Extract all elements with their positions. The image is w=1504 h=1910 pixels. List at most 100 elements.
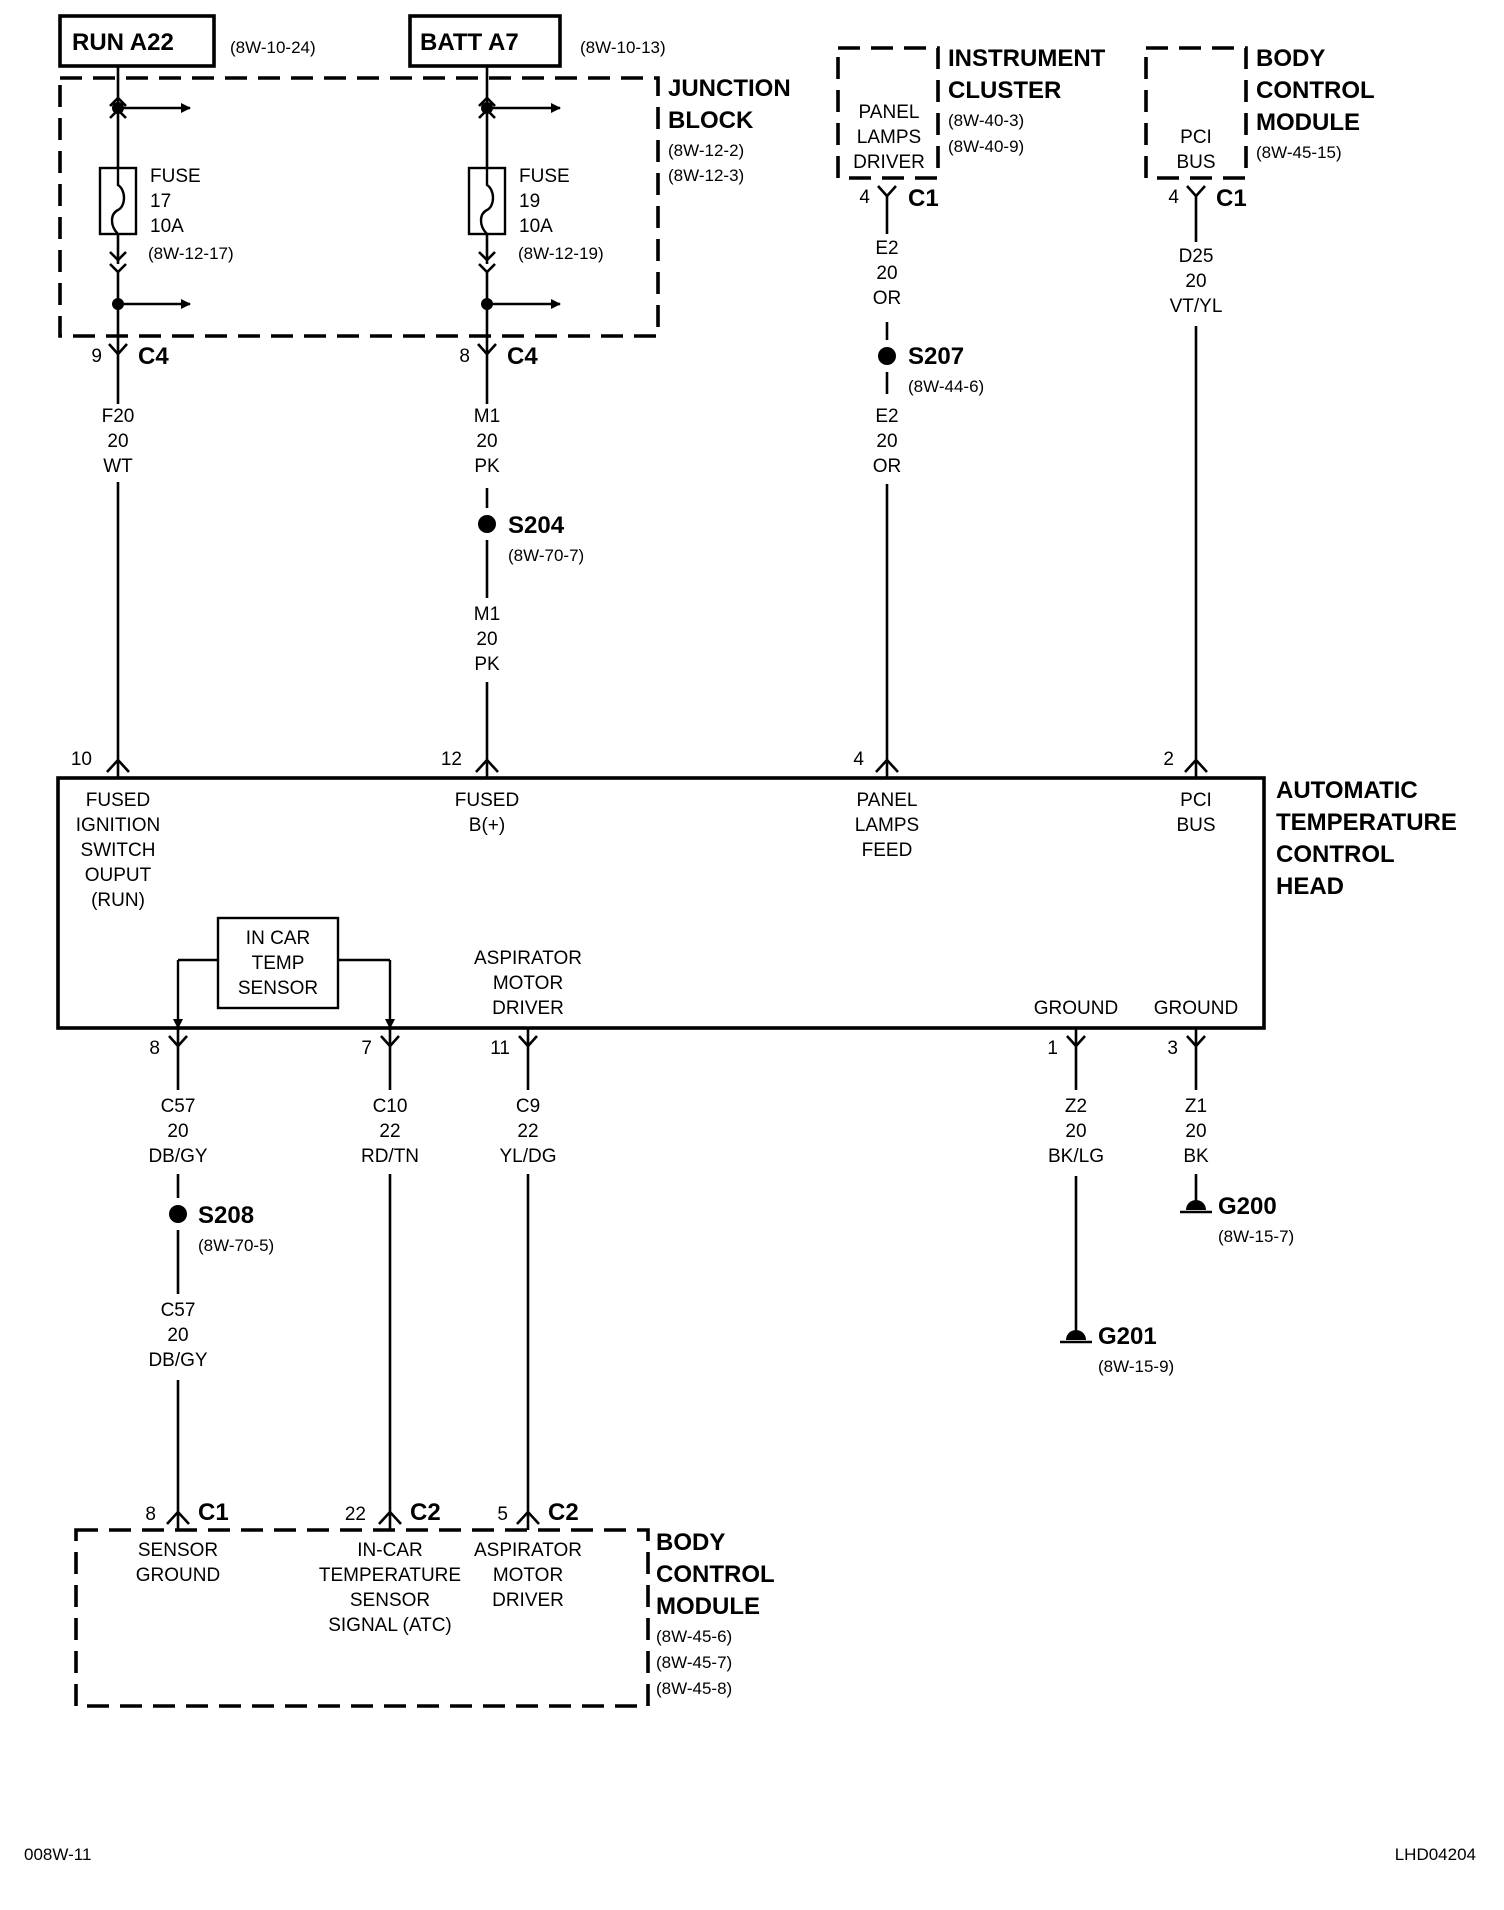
atc-pci-bus-2: BUS (1176, 815, 1215, 836)
c57a-color: DB/GY (148, 1146, 207, 1167)
fuse17-label-3: 10A (150, 216, 184, 237)
m1b-color: PK (474, 654, 500, 675)
atc-pin-2: 2 (1163, 749, 1174, 770)
d25-code: D25 (1179, 246, 1214, 267)
batt-a7-box (408, 14, 562, 68)
f20-color: WT (103, 456, 133, 477)
atc-ground-1: GROUND (1034, 998, 1118, 1019)
atc-pci-bus-1: PCI (1180, 790, 1212, 811)
aspirator-2: MOTOR (493, 973, 563, 994)
panel-lamps-driver-3: DRIVER (853, 152, 925, 173)
atc-pin-1: 1 (1047, 1038, 1058, 1059)
z1-gauge: 20 (1185, 1121, 1206, 1142)
fused-ign-2: IGNITION (76, 815, 160, 836)
e2b-color: OR (873, 456, 902, 477)
c4-left-pin: 9 (91, 346, 102, 367)
bcm-bottom-title-3: MODULE (656, 1593, 760, 1620)
e2a-color: OR (873, 288, 902, 309)
run-a22-box (58, 14, 216, 68)
m1a-gauge: 20 (476, 431, 497, 452)
sensor-label-3: SENSOR (238, 978, 318, 999)
in-car-temp-sensor-box (216, 916, 340, 1010)
bcm-conn-c1: C1 (198, 1499, 229, 1526)
c57b-code: C57 (161, 1300, 196, 1321)
bcm-top-c1-pin: 4 (1168, 187, 1179, 208)
atc-title-2: TEMPERATURE (1276, 809, 1457, 836)
s204-splice (478, 515, 496, 533)
panel-feed-2: LAMPS (855, 815, 919, 836)
s207-ref: (8W-44-6) (908, 377, 984, 396)
sensor-ground-1: SENSOR (138, 1540, 218, 1561)
ic-c1-conn: C1 (908, 185, 939, 212)
instrument-cluster-ref-1: (8W-40-3) (948, 111, 1024, 130)
bcm-aspirator-3: DRIVER (492, 1590, 564, 1611)
m1a-color: PK (474, 456, 500, 477)
panel-feed-3: FEED (862, 840, 913, 861)
instrument-cluster-outline (836, 46, 940, 180)
c4-mid-conn: C4 (507, 343, 538, 370)
bcm-bottom-ref-1: (8W-45-6) (656, 1627, 732, 1646)
g201-ground-icon (1066, 1330, 1086, 1340)
bcm-bottom-outline (74, 1528, 650, 1708)
c4-mid-pin: 8 (459, 346, 470, 367)
junction-block-ref-2: (8W-12-3) (668, 166, 744, 185)
bcm-pin-22: 22 (345, 1504, 366, 1525)
atc-pin-10: 10 (71, 749, 92, 770)
s208-splice (169, 1205, 187, 1223)
instrument-cluster-title-1: INSTRUMENT (948, 45, 1106, 72)
e2b-gauge: 20 (876, 431, 897, 452)
footer-left: 008W-11 (24, 1845, 91, 1864)
incar-signal-1: IN-CAR (357, 1540, 422, 1561)
s207-id: S207 (908, 343, 964, 370)
bcm-top-title-2: CONTROL (1256, 77, 1375, 104)
atc-title-3: CONTROL (1276, 841, 1395, 868)
batt-a7-label: BATT A7 (420, 29, 519, 56)
footer-right: LHD04204 (1395, 1845, 1476, 1864)
s204-id: S204 (508, 512, 565, 539)
bcm-bottom-ref-3: (8W-45-8) (656, 1679, 732, 1698)
fused-ign-5: (RUN) (91, 890, 145, 911)
batt-a7-ref: (8W-10-13) (580, 38, 666, 57)
incar-signal-3: SENSOR (350, 1590, 430, 1611)
z2-code: Z2 (1065, 1096, 1087, 1117)
c9-color: YL/DG (499, 1146, 556, 1167)
g201-id: G201 (1098, 1323, 1157, 1350)
fuse19-label-3: 10A (519, 216, 553, 237)
incar-signal-4: SIGNAL (ATC) (328, 1615, 452, 1636)
c57b-color: DB/GY (148, 1350, 207, 1371)
fuse17-ref: (8W-12-17) (148, 244, 234, 263)
sensor-ground-2: GROUND (136, 1565, 220, 1586)
incar-signal-2: TEMPERATURE (319, 1565, 461, 1586)
fuse17-label-1: FUSE (150, 166, 201, 187)
z2-gauge: 20 (1065, 1121, 1086, 1142)
s204-ref: (8W-70-7) (508, 546, 584, 565)
pci-bus-1: PCI (1180, 127, 1212, 148)
atc-pin-4: 4 (853, 749, 864, 770)
atc-title-1: AUTOMATIC (1276, 777, 1418, 804)
c57a-gauge: 20 (167, 1121, 188, 1142)
z2-color: BK/LG (1048, 1146, 1104, 1167)
bcm-bottom-title-2: CONTROL (656, 1561, 775, 1588)
atc-pin-11: 11 (490, 1038, 510, 1059)
bcm-top-title-1: BODY (1256, 45, 1325, 72)
z1-color: BK (1183, 1146, 1209, 1167)
pci-bus-2: BUS (1176, 152, 1215, 173)
sensor-label-2: TEMP (252, 953, 305, 974)
fuse17-label-2: 17 (150, 191, 171, 212)
aspirator-3: DRIVER (492, 998, 564, 1019)
c10-code: C10 (373, 1096, 408, 1117)
bcm-top-c1-connector-icon (1186, 185, 1206, 198)
g200-id: G200 (1218, 1193, 1277, 1220)
bcm-top-title-3: MODULE (1256, 109, 1360, 136)
run-a22-ref: (8W-10-24) (230, 38, 316, 57)
e2a-gauge: 20 (876, 263, 897, 284)
bcm-top-ref: (8W-45-15) (1256, 143, 1342, 162)
instrument-cluster-title-2: CLUSTER (948, 77, 1061, 104)
d25-color: VT/YL (1170, 296, 1223, 317)
m1b-code: M1 (474, 604, 500, 625)
bcm-pin-5: 5 (497, 1504, 508, 1525)
panel-lamps-driver-1: PANEL (859, 102, 920, 123)
panel-feed-1: PANEL (857, 790, 918, 811)
ic-c1-connector-icon (877, 185, 897, 198)
